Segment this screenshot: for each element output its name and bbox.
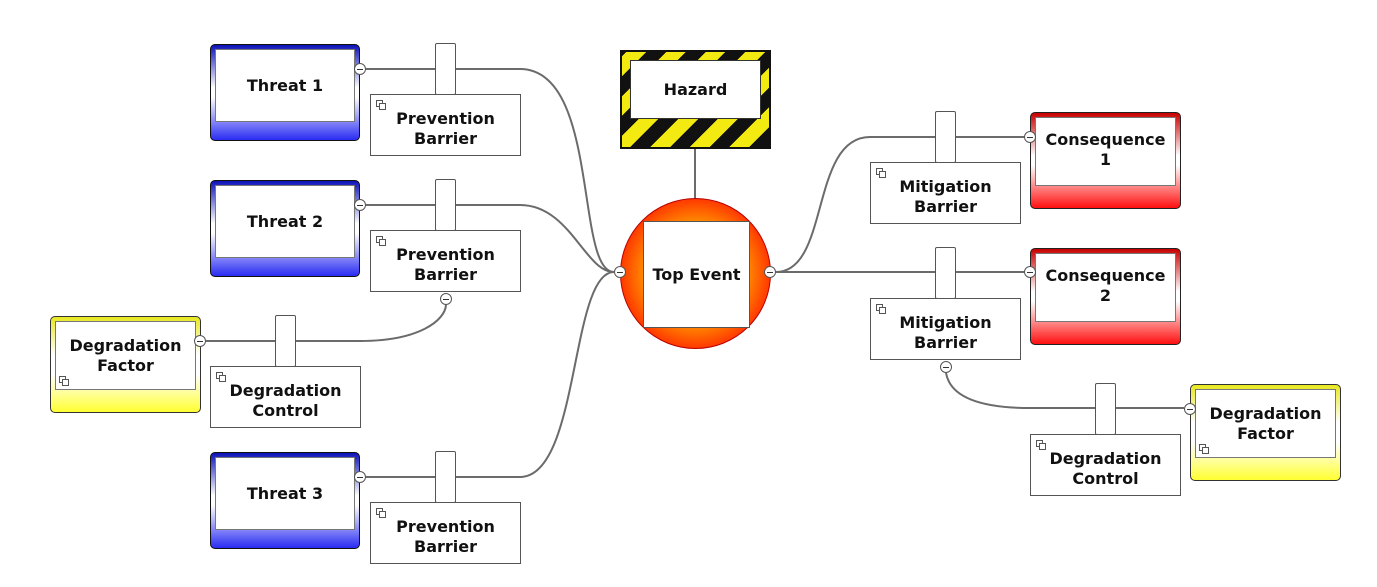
- barrier-3-expand-icon[interactable]: [376, 508, 386, 518]
- degradation-factor-right-expand-icon[interactable]: [1199, 444, 1209, 454]
- collapse-top-event-right-icon[interactable]: [764, 266, 776, 278]
- threat-2-label: Threat 2: [215, 185, 355, 258]
- prevention-barrier-1-stem: [435, 43, 456, 95]
- collapse-threat-1-icon[interactable]: [354, 63, 366, 75]
- collapse-threat-2-icon[interactable]: [354, 199, 366, 211]
- threat-3-label: Threat 3: [215, 457, 355, 530]
- connector-degradation-left: [206, 304, 447, 342]
- prevention-barrier-2-stem: [435, 179, 456, 231]
- mitigation-barrier-1-expand-icon[interactable]: [876, 168, 886, 178]
- top-event-label: Top Event: [643, 221, 750, 328]
- collapse-top-event-left-icon[interactable]: [614, 266, 626, 278]
- mitigation-barrier-2-expand-icon[interactable]: [876, 304, 886, 314]
- collapse-threat-3-icon[interactable]: [354, 471, 366, 483]
- collapse-consequence-1-icon[interactable]: [1024, 131, 1036, 143]
- threat-1-node[interactable]: Threat 1: [210, 44, 360, 141]
- degradation-factor-left-expand-icon[interactable]: [59, 376, 69, 386]
- prevention-barrier-3-stem: [435, 451, 456, 503]
- connector-threat-2: [366, 204, 615, 273]
- connector-degradation-right: [945, 372, 1184, 409]
- collapse-degradation-factor-left-icon[interactable]: [194, 335, 206, 347]
- degradation-control-left-expand-icon[interactable]: [216, 372, 226, 382]
- mitigation-barrier-2-stem: [935, 247, 956, 299]
- collapse-mitigation-barrier-2-icon[interactable]: [940, 361, 952, 373]
- collapse-consequence-2-icon[interactable]: [1024, 266, 1036, 278]
- barrier-1-expand-icon[interactable]: [376, 100, 386, 110]
- threat-1-label: Threat 1: [215, 49, 355, 122]
- top-event-node[interactable]: Top Event: [620, 198, 771, 349]
- connector-threat-1: [366, 68, 615, 273]
- hazard-label: Hazard: [630, 60, 761, 119]
- threat-2-node[interactable]: Threat 2: [210, 180, 360, 277]
- connector-threat-3: [366, 271, 615, 478]
- threat-3-node[interactable]: Threat 3: [210, 452, 360, 549]
- hazard-node[interactable]: Hazard: [620, 50, 771, 149]
- barrier-2-expand-icon[interactable]: [376, 236, 386, 246]
- collapse-degradation-factor-right-icon[interactable]: [1184, 403, 1196, 415]
- degradation-control-right-expand-icon[interactable]: [1036, 440, 1046, 450]
- collapse-prevention-barrier-2-icon[interactable]: [440, 293, 452, 305]
- degradation-control-left-stem: [275, 315, 296, 367]
- connector-consequence-1: [775, 136, 1024, 273]
- degradation-control-right-stem: [1095, 383, 1116, 435]
- mitigation-barrier-1-stem: [935, 111, 956, 163]
